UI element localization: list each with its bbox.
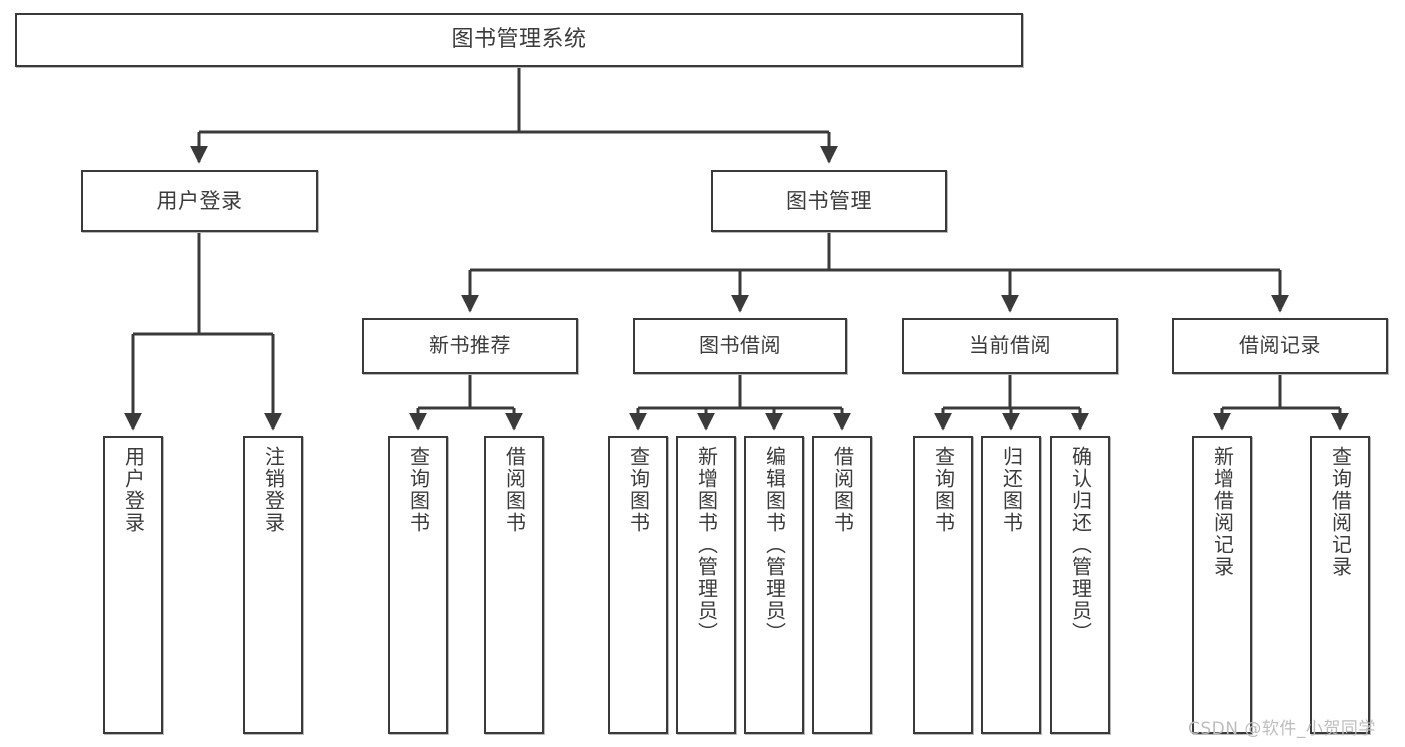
node-leaf-edit-book[interactable]: 编辑图书（管理员） [744,436,804,734]
csdn-watermark: CSDN @软件_小贺同学 [1188,719,1376,739]
node-book-borrow[interactable]: 图书借阅 [633,318,847,374]
node-leaf-user-logout[interactable]: 注销登录 [243,436,303,734]
node-new-book-recommend[interactable]: 新书推荐 [362,318,578,374]
node-leaf-user-login-label: 用户登录 [121,446,146,534]
node-leaf-query-book-2[interactable]: 查询图书 [608,436,668,734]
node-current-borrow-label: 当前借阅 [969,333,1051,358]
node-leaf-return-book[interactable]: 归还图书 [981,436,1041,734]
node-leaf-confirm-return[interactable]: 确认归还（管理员） [1050,436,1110,734]
node-leaf-add-book[interactable]: 新增图书（管理员） [676,436,736,734]
node-leaf-add-book-label: 新增图书（管理员） [694,446,719,644]
node-leaf-add-record[interactable]: 新增借阅记录 [1192,436,1252,734]
node-leaf-query-book-2-label: 查询图书 [626,446,651,534]
node-leaf-query-record-label: 查询借阅记录 [1328,446,1353,578]
node-leaf-edit-book-label: 编辑图书（管理员） [762,446,787,644]
node-book-borrow-label: 图书借阅 [699,333,781,358]
node-leaf-query-book-3[interactable]: 查询图书 [913,436,973,734]
node-current-borrow[interactable]: 当前借阅 [902,318,1118,374]
node-leaf-user-logout-label: 注销登录 [261,446,286,534]
node-leaf-query-book-1[interactable]: 查询图书 [388,436,448,734]
node-leaf-borrow-book-2-label: 借阅图书 [830,446,855,534]
node-leaf-query-record[interactable]: 查询借阅记录 [1310,436,1370,734]
node-leaf-borrow-book-1[interactable]: 借阅图书 [484,436,544,734]
node-leaf-borrow-book-2[interactable]: 借阅图书 [812,436,872,734]
node-user-login-label: 用户登录 [156,188,243,213]
node-leaf-borrow-book-1-label: 借阅图书 [502,446,527,534]
node-book-manage-label: 图书管理 [786,188,872,213]
node-root[interactable]: 图书管理系统 [15,13,1023,67]
node-leaf-user-login[interactable]: 用户登录 [103,436,163,734]
node-new-book-recommend-label: 新书推荐 [429,333,511,358]
node-root-label: 图书管理系统 [451,27,587,53]
node-borrow-record[interactable]: 借阅记录 [1172,318,1388,374]
node-user-login[interactable]: 用户登录 [81,170,318,232]
node-leaf-return-book-label: 归还图书 [999,446,1024,534]
node-borrow-record-label: 借阅记录 [1239,333,1321,358]
node-leaf-confirm-return-label: 确认归还（管理员） [1068,446,1093,644]
node-leaf-query-book-3-label: 查询图书 [931,446,956,534]
node-leaf-query-book-1-label: 查询图书 [406,446,431,534]
node-leaf-add-record-label: 新增借阅记录 [1210,446,1235,578]
node-book-manage[interactable]: 图书管理 [711,170,947,232]
